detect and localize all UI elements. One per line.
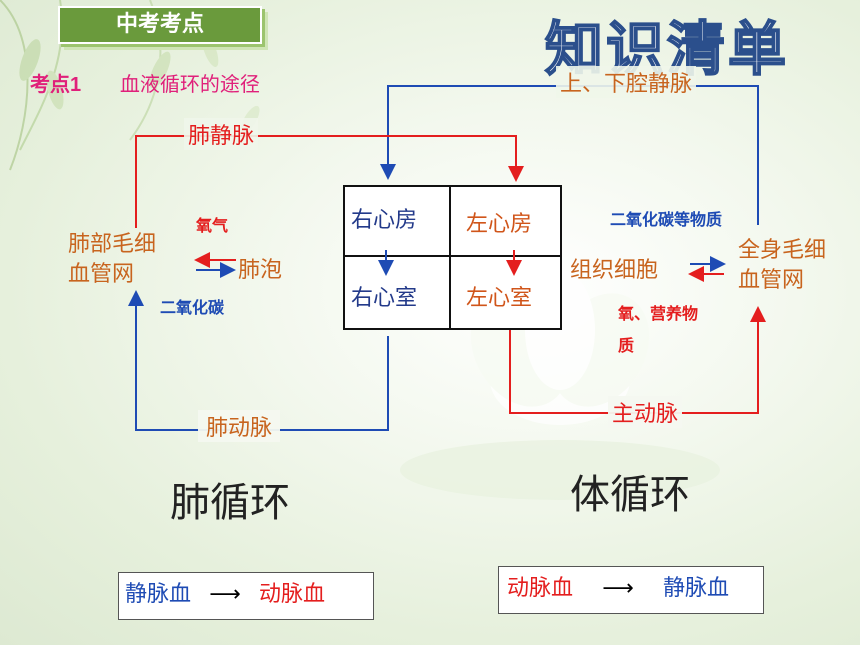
alveoli-label: 肺泡: [238, 258, 283, 283]
pulmonary-to: 动脉血: [259, 582, 326, 607]
lung-capillaries-label: 肺部毛细 血管网: [68, 230, 156, 290]
vena-cava-label: 上、下腔静脉: [556, 66, 697, 98]
nutrients-line2: 质: [618, 336, 635, 355]
nutrients-label: 氧、营养物 质: [618, 298, 698, 362]
lung-capillaries-line2: 血管网: [68, 262, 135, 287]
right-atrium-label: 右心房: [351, 208, 418, 233]
systemic-circuit-title: 体循环: [570, 472, 690, 518]
topic-text: 血液循环的途径: [119, 72, 260, 96]
pulmonary-artery-label: 肺动脉: [198, 410, 281, 442]
heart-chambers-box: [343, 185, 562, 330]
left-ventricle-label: 左心室: [466, 286, 533, 311]
pulmonary-vein-path: [135, 135, 524, 228]
lung-capillaries-line1: 肺部毛细: [68, 232, 157, 257]
tissue-cells-label: 组织细胞: [570, 258, 659, 283]
body-capillaries-line2: 血管网: [738, 268, 805, 293]
pulmonary-vein-label: 肺静脉: [184, 118, 259, 150]
aorta-label: 主动脉: [608, 396, 683, 428]
systemic-blood-change: 动脉血 ⟶ 静脉血: [498, 566, 764, 614]
topic-number: 考点1: [30, 74, 82, 96]
body-capillaries-line1: 全身毛细: [738, 238, 827, 263]
right-ventricle-label: 右心室: [351, 286, 418, 311]
pulmonary-blood-change: 静脉血 ⟶ 动脉血: [118, 572, 374, 620]
systemic-change-arrow: ⟶: [602, 576, 634, 601]
nutrients-line1: 氧、营养物: [618, 304, 699, 323]
systemic-to: 静脉血: [663, 576, 730, 601]
body-capillaries-label: 全身毛细 血管网: [738, 236, 826, 296]
pulmonary-change-arrow: ⟶: [209, 582, 241, 607]
left-atrium-label: 左心房: [466, 212, 533, 237]
co2-label: 二氧化碳: [160, 298, 225, 317]
pulmonary-from: 静脉血: [125, 582, 192, 607]
co2-etc-label: 二氧化碳等物质: [610, 210, 723, 229]
systemic-from: 动脉血: [507, 576, 574, 601]
pulmonary-circuit-title: 肺循环: [170, 480, 290, 526]
section-tag: 中考考点: [58, 6, 262, 44]
oxygen-label: 氧气: [196, 216, 229, 235]
topic-subtitle: 考点1 血液循环的途径: [30, 68, 260, 97]
